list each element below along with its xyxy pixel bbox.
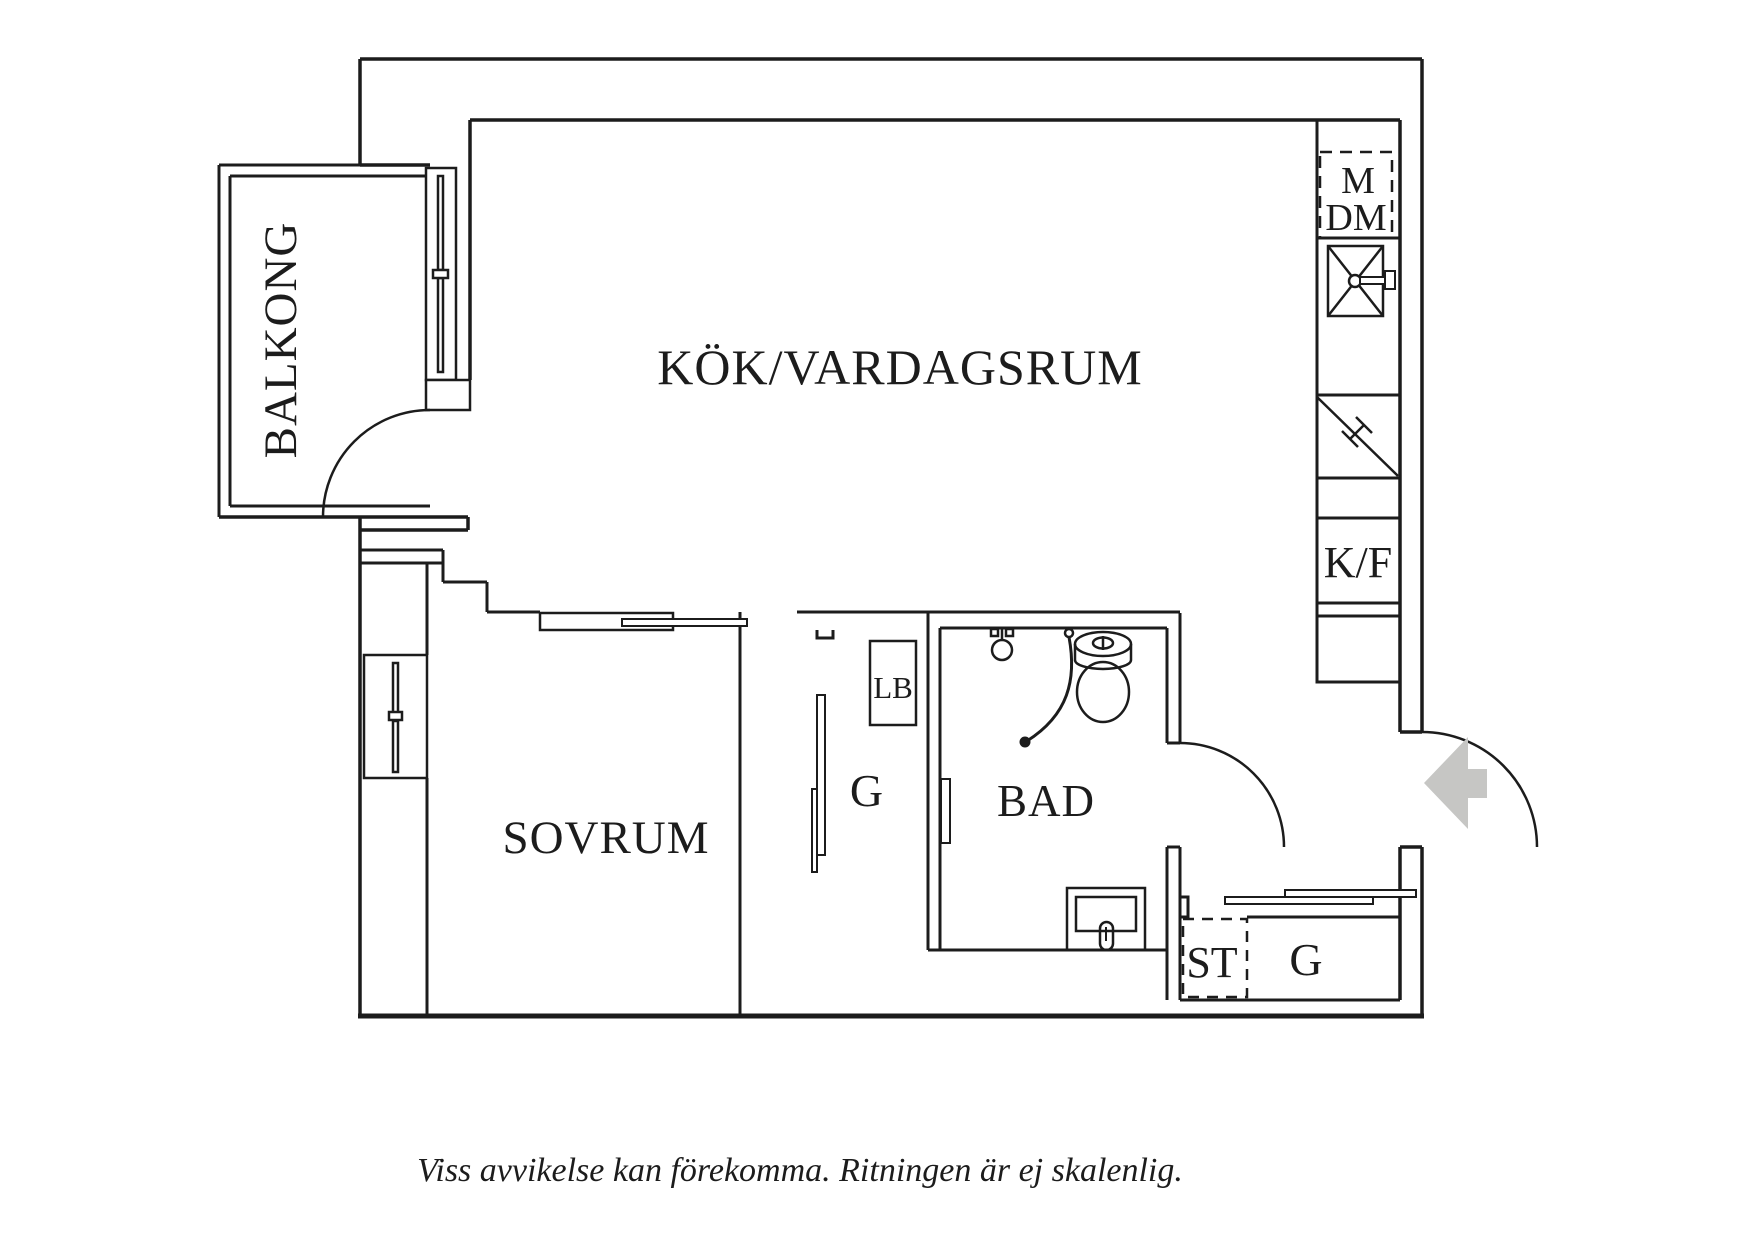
label-linen-cabinet: LB — [873, 670, 913, 705]
room-label-kitchen-living: KÖK/VARDAGSRUM — [657, 339, 1142, 395]
bathroom-mirror-icon — [940, 778, 951, 844]
vanity-sink-icon — [1065, 886, 1147, 952]
room-label-bathroom: BAD — [997, 776, 1095, 826]
hall-closets — [1180, 889, 1417, 1002]
entry-arrow-icon — [1424, 737, 1487, 829]
bedroom-walls — [360, 548, 1180, 1016]
hall-wardrobe-rail-1 — [1224, 896, 1374, 905]
room-label-balcony: BALKONG — [255, 222, 307, 459]
linen-cabinet-box — [868, 639, 918, 727]
cleaning-closet-box — [1181, 917, 1249, 999]
stove-icon — [1316, 396, 1399, 477]
label-wardrobe-mid: G — [850, 765, 884, 816]
label-washing-machine: M — [1341, 160, 1375, 202]
balcony-walls — [217, 163, 430, 517]
hall-wardrobe-rail-2 — [1284, 889, 1417, 898]
bathroom-basin-icon — [989, 627, 1015, 662]
bathroom-walls — [926, 612, 1190, 1000]
room-label-bedroom: SOVRUM — [502, 812, 709, 864]
label-cleaning-closet: ST — [1186, 938, 1237, 987]
wardrobe-sliding-doors — [811, 694, 826, 873]
label-hall-wardrobe: G — [1289, 934, 1322, 985]
bedroom-sliding-door — [538, 611, 748, 632]
kitchen-sink-icon — [1326, 244, 1396, 318]
entry-door-swing-arc — [1421, 730, 1539, 848]
label-fridge-freezer: K/F — [1324, 538, 1392, 587]
balcony-window — [424, 166, 472, 412]
disclaimer-text: Viss avvikelse kan förekomma. Ritningen … — [417, 1152, 1183, 1189]
exterior-walls — [219, 57, 1424, 1019]
balcony-door-swing-arc — [321, 408, 431, 518]
label-dishwasher: DM — [1325, 197, 1386, 239]
shower-icon — [1019, 627, 1075, 748]
bedroom-window — [362, 653, 429, 780]
toilet-icon — [1073, 630, 1133, 724]
bathroom-door-swing-arc — [1179, 741, 1286, 848]
